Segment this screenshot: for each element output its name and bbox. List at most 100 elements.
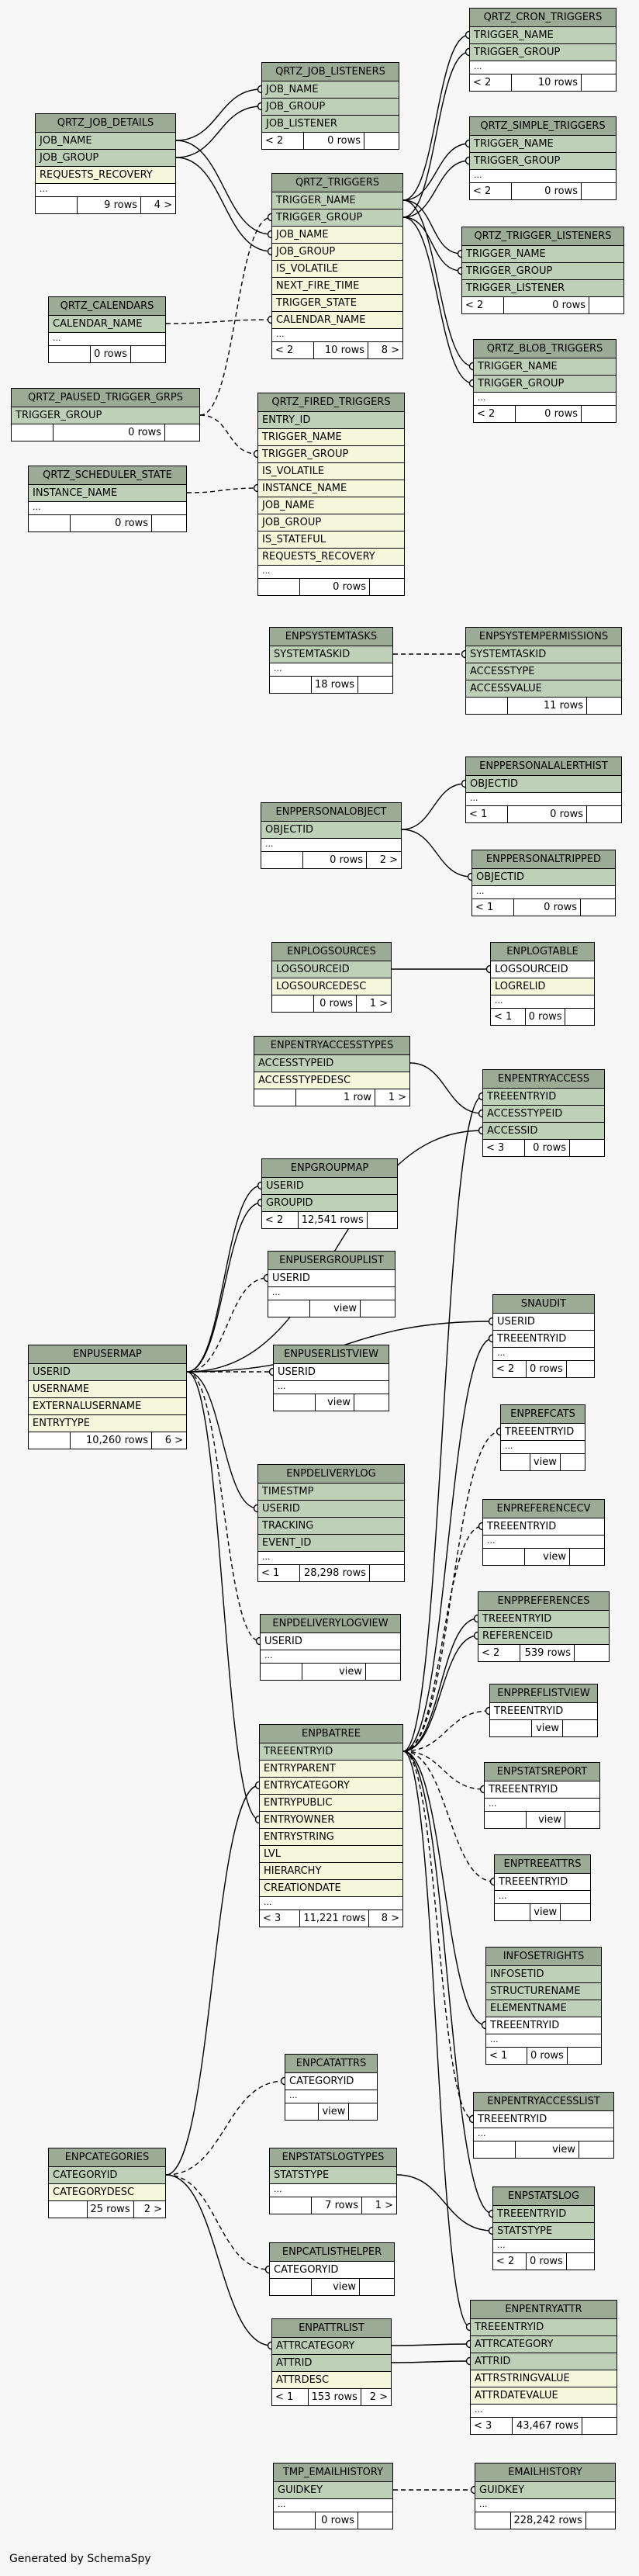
parents-count <box>475 2512 511 2529</box>
column-treeentryid: TREEENTRYID <box>501 1424 585 1441</box>
column-tracking: TRACKING <box>258 1518 404 1535</box>
more-columns-ellipsis: ... <box>486 2034 601 2048</box>
table-header: SNAUDIT <box>493 1295 594 1314</box>
children-count <box>570 1549 604 1565</box>
column-accesstypeid: ACCESSTYPEID <box>483 1106 604 1123</box>
table-header: ENPLOGSOURCES <box>272 943 391 961</box>
relationship-line <box>402 1750 474 2120</box>
relationship-line <box>186 1202 262 1373</box>
column-objectid: OBJECTID <box>472 869 615 886</box>
parents-count: < 2 <box>493 2253 527 2270</box>
column-objectid: OBJECTID <box>466 776 621 793</box>
table-header: ENPENTRYACCESSLIST <box>474 2093 613 2111</box>
column-lvl: LVL <box>260 1846 402 1863</box>
column-userid: USERID <box>493 1314 594 1331</box>
column-timestmp: TIMESTMP <box>258 1484 404 1501</box>
children-count <box>358 2512 392 2529</box>
relationship-line <box>175 88 262 141</box>
table-footer: view <box>483 1549 604 1565</box>
relationship-line <box>401 829 472 878</box>
children-count <box>366 1664 400 1680</box>
children-count <box>349 2103 377 2120</box>
table-header: QRTZ_PAUSED_TRIGGER_GRPS <box>12 389 199 407</box>
parents-count <box>29 515 71 531</box>
row-count: view <box>312 2279 360 2295</box>
relationship-line <box>402 216 462 272</box>
column-trigger-group: TRIGGER_GROUP <box>12 407 199 424</box>
row-count: 9 rows <box>78 197 141 213</box>
row-count: 0 rows <box>508 806 587 822</box>
column-trigger-group: TRIGGER_GROUP <box>462 263 623 280</box>
children-count <box>360 2279 394 2295</box>
table-header: QRTZ_SIMPLE_TRIGGERS <box>470 117 616 136</box>
column-categoryid: CATEGORYID <box>49 2167 165 2184</box>
parents-count <box>270 2279 312 2295</box>
table-header: ENPBATREE <box>260 1725 402 1743</box>
parents-count: < 2 <box>470 74 512 91</box>
column-categoryid: CATEGORYID <box>270 2262 394 2279</box>
relationship-line <box>409 1062 483 1114</box>
table-header: ENPTREEATTRS <box>495 1855 590 1874</box>
relationship-line <box>186 1185 262 1373</box>
parents-count <box>261 852 303 868</box>
relationship-line <box>165 319 272 324</box>
table-header: QRTZ_BLOB_TRIGGERS <box>474 340 616 358</box>
children-count <box>364 133 399 149</box>
children-count <box>152 515 186 531</box>
row-count: 0 rows <box>304 133 364 149</box>
row-count: 11 rows <box>508 698 587 714</box>
table-header: QRTZ_CRON_TRIGGERS <box>470 9 616 27</box>
children-count <box>579 2141 613 2158</box>
